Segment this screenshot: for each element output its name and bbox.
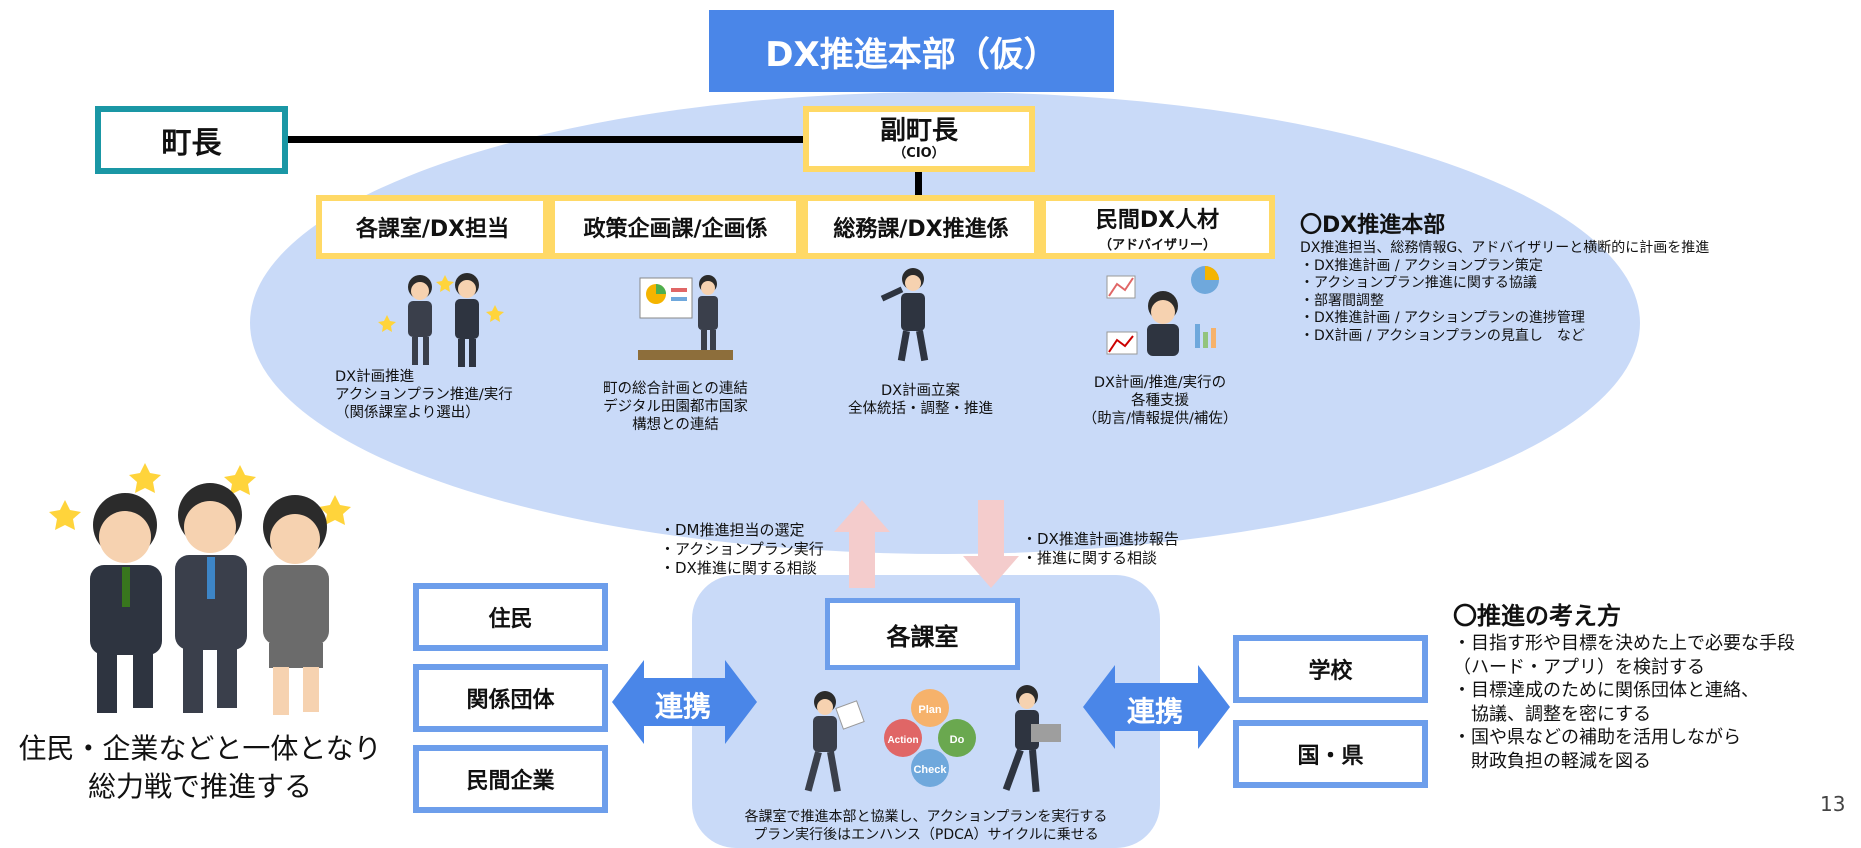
approach-line: ・目標達成のために関係団体と連絡、 — [1453, 680, 1759, 701]
advisor-charts-illustration — [1106, 266, 1219, 356]
pdca-cycle-illustration: Plan Do Check Action — [804, 685, 1061, 793]
desc-line: 各種支援 — [1131, 393, 1189, 409]
note-line: ・DX推進に関する相談 — [660, 559, 817, 577]
cheering-staff-illustration — [378, 273, 504, 367]
hq-info-line: DX推進担当、総務情報G、アドバイザリーと横断的に計画を推進 — [1300, 240, 1710, 256]
dept-box-section-dx: 各課室/DX担当 — [316, 195, 549, 259]
partner-residents: 住民 — [413, 583, 608, 651]
note-line: ・DX推進計画進捗報告 — [1022, 530, 1179, 548]
pdca-plan-label: Plan — [918, 704, 942, 716]
vice-mayor-label: 副町長 — [879, 116, 958, 146]
page-title: DX推進本部（仮） — [709, 10, 1114, 92]
dept-room-caption: 各課室で推進本部と協業し、アクションプランを実行する プラン実行後はエンハンス（… — [692, 808, 1160, 844]
pdca-do-label: Do — [950, 734, 965, 746]
partner-related-organizations: 関係団体 — [413, 664, 608, 732]
pointing-staff-illustration — [880, 268, 929, 362]
desc-line: アクションプラン推進/実行 — [335, 387, 513, 403]
desc-line: （助言/情報提供/補佐） — [1082, 411, 1238, 427]
desc-line: DX計画立案 — [880, 383, 961, 399]
approach-line: 協議、調整を密にする — [1453, 703, 1652, 725]
desc-line: DX計画推進 — [335, 369, 415, 385]
desc-line: 構想との連結 — [632, 417, 719, 433]
dept-box-private-dx: 民間DX人材 （アドバイザリー） — [1040, 195, 1275, 259]
hq-info-line: ・DX推進計画 / アクションプラン策定 — [1300, 257, 1543, 274]
dept-desc-general-affairs: DX計画立案 全体統括・調整・推進 — [818, 382, 1023, 418]
hq-info-line: ・DX推進計画 / アクションプランの進捗管理 — [1300, 310, 1585, 326]
pdca-action-label: Action — [887, 735, 918, 746]
note-line: ・推進に関する相談 — [1022, 549, 1158, 567]
approach-line: （ハード・アプリ）を検討する — [1453, 656, 1705, 678]
partner-schools: 学校 — [1233, 635, 1428, 703]
approach-title: 〇推進の考え方 — [1453, 602, 1621, 630]
slogan-line: 住民・企業などと一体となり — [18, 732, 382, 765]
mayor-connector-line — [288, 136, 803, 143]
dept-label: 総務課/DX推進係 — [833, 217, 1009, 242]
hq-info-title: 〇DX推進本部 — [1300, 213, 1446, 238]
dept-sublabel: （アドバイザリー） — [1098, 237, 1216, 253]
mayor-box: 町長 — [95, 106, 288, 174]
down-arrow-notes: ・DX推進計画進捗報告 ・推進に関する相談 — [1022, 530, 1222, 568]
slogan: 住民・企業などと一体となり 総力戦で推進する — [10, 730, 390, 806]
hq-info-line: ・部署間調整 — [1300, 292, 1384, 309]
dept-desc-policy-planning: 町の総合計画との連結 デジタル田園都市国家 構想との連結 — [573, 380, 778, 434]
dept-box-policy-planning: 政策企画課/企画係 — [549, 195, 802, 259]
up-arrow — [834, 500, 890, 588]
note-line: ・DM推進担当の選定 — [660, 521, 805, 539]
down-arrow — [963, 500, 1019, 588]
dept-box-general-affairs: 総務課/DX推進係 — [802, 195, 1040, 259]
partner-private-companies: 民間企業 — [413, 745, 608, 813]
desc-line: （関係課室より選出） — [335, 405, 480, 421]
desc-line: 全体統括・調整・推進 — [848, 401, 993, 417]
dept-label: 各課室/DX担当 — [355, 217, 510, 242]
desc-line: 町の総合計画との連結 — [603, 381, 748, 397]
right-cooperation-arrow — [1083, 665, 1230, 749]
vice-mayor-connector-line — [915, 172, 922, 195]
left-cooperation-arrow — [612, 660, 757, 744]
vice-mayor-box: 副町長 （CIO） — [803, 106, 1035, 172]
desc-line: デジタル田園都市国家 — [603, 399, 748, 415]
hq-info-panel: 〇DX推進本部 DX推進担当、総務情報G、アドバイザリーと横断的に計画を推進 ・… — [1300, 212, 1820, 345]
presentation-illustration — [638, 275, 733, 360]
approach-line: ・目指す形や目標を決めた上で必要な手段 — [1453, 633, 1795, 654]
up-arrow-notes: ・DM推進担当の選定 ・アクションプラン実行 ・DX推進に関する相談 — [660, 521, 840, 578]
dept-room-box: 各課室 — [825, 598, 1020, 670]
desc-line: DX計画/推進/実行の — [1093, 375, 1227, 391]
approach-panel: 〇推進の考え方 ・目指す形や目標を決めた上で必要な手段 （ハード・アプリ）を検討… — [1453, 600, 1861, 773]
dept-label: 民間DX人材 — [1095, 207, 1220, 233]
hq-info-line: ・DX計画 / アクションプランの見直し など — [1300, 327, 1585, 344]
dept-desc-private-dx: DX計画/推進/実行の 各種支援 （助言/情報提供/補佐） — [1055, 374, 1265, 428]
note-line: ・アクションプラン実行 — [660, 540, 824, 558]
dept-desc-section-dx: DX計画推進 アクションプラン推進/実行 （関係課室より選出） — [335, 368, 565, 422]
approach-line: ・国や県などの補助を活用しながら — [1453, 727, 1741, 748]
slogan-line: 総力戦で推進する — [87, 770, 312, 803]
caption-line: プラン実行後はエンハンス（PDCA）サイクルに乗せる — [753, 827, 1099, 843]
team-illustration — [49, 463, 351, 715]
approach-line: 財政負担の軽減を図る — [1453, 750, 1651, 772]
partner-national-prefecture: 国・県 — [1233, 720, 1428, 788]
vice-mayor-sub: （CIO） — [893, 146, 945, 161]
hq-info-line: ・アクションプラン推進に関する協議 — [1300, 275, 1537, 291]
page-number: 13 — [1820, 792, 1846, 816]
right-cooperation-label: 連携 — [1127, 695, 1184, 728]
pdca-check-label: Check — [913, 764, 947, 776]
left-cooperation-label: 連携 — [655, 690, 712, 723]
dept-label: 政策企画課/企画係 — [583, 217, 768, 242]
caption-line: 各課室で推進本部と協業し、アクションプランを実行する — [744, 809, 1108, 825]
